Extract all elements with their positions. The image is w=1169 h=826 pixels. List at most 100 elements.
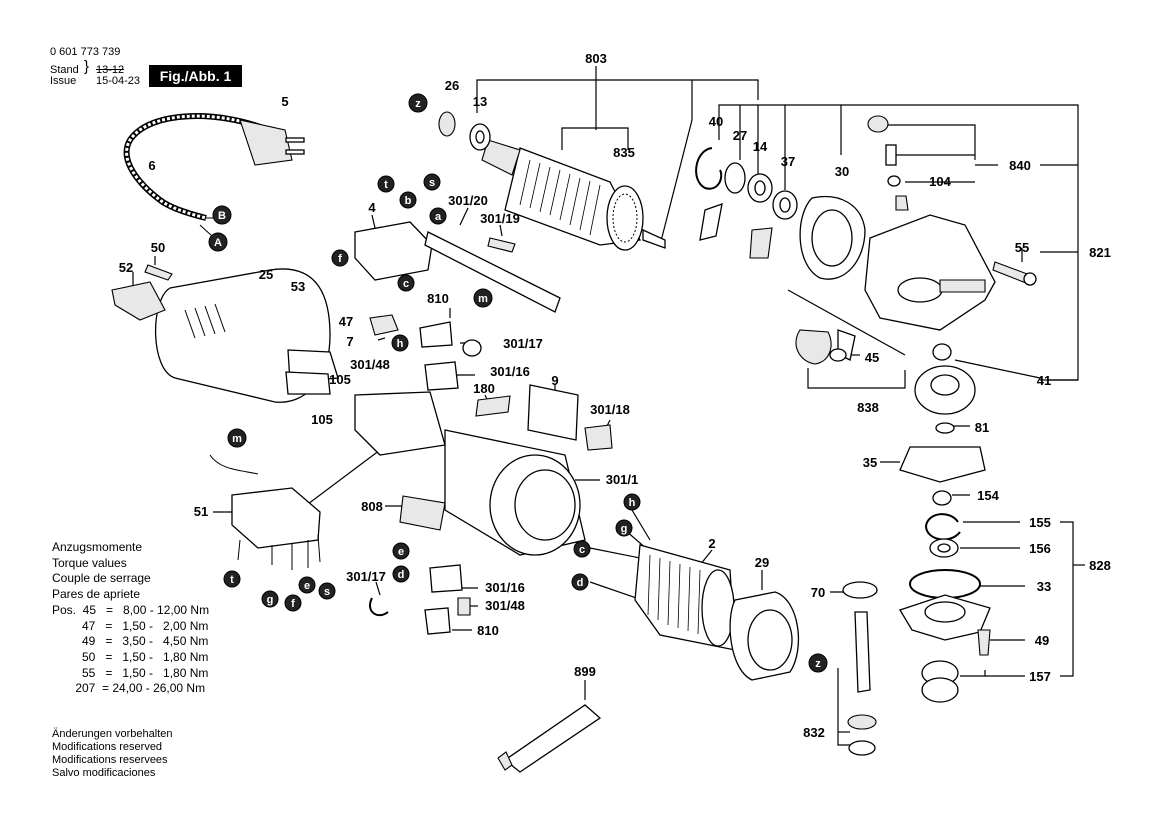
label-6: 6 xyxy=(148,158,155,173)
old-date: 13-12 xyxy=(96,64,125,76)
label-828: 828 xyxy=(1089,558,1111,573)
label-301-1: 301/1 xyxy=(606,472,639,487)
label-301-48-lower: 301/48 xyxy=(485,598,525,613)
switch-4 xyxy=(354,221,433,281)
label-49: 49 xyxy=(1035,633,1049,648)
bubble-e-lower: e xyxy=(304,580,310,592)
bubble-g-right: g xyxy=(621,523,628,535)
leader-lines xyxy=(132,66,1085,746)
label-2: 2 xyxy=(708,536,715,551)
label-13: 13 xyxy=(473,94,487,109)
suppressor-51 xyxy=(231,487,321,549)
sleeve xyxy=(699,203,723,241)
label-301-16-upper: 301/16 xyxy=(490,364,530,379)
label-810-upper: 810 xyxy=(427,291,449,306)
label-899: 899 xyxy=(574,664,596,679)
spindle xyxy=(854,611,871,693)
label-301-18: 301/18 xyxy=(590,402,630,417)
label-156: 156 xyxy=(1029,541,1051,556)
part-labels: 803 26 13 835 5 6 40 27 14 37 30 840 104… xyxy=(119,51,1111,740)
label-33: 33 xyxy=(1037,579,1051,594)
label-47: 47 xyxy=(339,314,353,329)
bubble-t-upper: t xyxy=(384,179,388,191)
label-52: 52 xyxy=(119,260,133,275)
label-105b: 105 xyxy=(311,412,333,427)
note-fr: Modifications reservees xyxy=(52,754,168,766)
brace: } xyxy=(84,58,90,75)
label-808: 808 xyxy=(361,499,383,514)
bubble-d-upper: d xyxy=(398,569,405,581)
label-50: 50 xyxy=(151,240,165,255)
spring-301-19 xyxy=(487,237,516,253)
label-838: 838 xyxy=(857,400,879,415)
bubble-h-upper: h xyxy=(397,338,404,350)
brush-holder-lower xyxy=(429,564,463,593)
bubble-s-upper: s xyxy=(429,177,435,189)
screw-49 xyxy=(977,629,991,656)
bubble-e-upper: e xyxy=(398,546,404,558)
label-821: 821 xyxy=(1089,245,1111,260)
bubble-m-lower: m xyxy=(232,433,242,445)
torque-heading-es: Pares de apriete xyxy=(52,587,141,602)
brush-cover-301-18 xyxy=(584,424,613,451)
ring-104 xyxy=(887,175,901,187)
label-25: 25 xyxy=(259,267,273,282)
plate-35 xyxy=(899,446,986,483)
label-808 xyxy=(399,495,446,531)
o-ring-33 xyxy=(909,569,981,599)
label-51: 51 xyxy=(194,504,208,519)
nut-26 xyxy=(438,111,456,137)
label-301-20: 301/20 xyxy=(448,193,488,208)
torque-row: 47 = 1,50 - 2,00 Nm xyxy=(52,618,209,633)
torque-row: Pos. 45 = 8,00 - 12,00 Nm xyxy=(52,602,210,617)
modification-notes: Änderungen vorbehalten Modifications res… xyxy=(52,728,172,780)
label-30: 30 xyxy=(835,164,849,179)
gear-housing-821 xyxy=(864,214,996,331)
bubble-f-upper: f xyxy=(338,253,342,265)
retaining-ring-155 xyxy=(924,513,961,541)
label-4: 4 xyxy=(368,200,376,215)
torque-heading-fr: Couple de serrage xyxy=(52,571,151,586)
carbon-brush-810 xyxy=(419,321,453,348)
pinion xyxy=(795,329,832,365)
flange-832 xyxy=(847,714,877,730)
connection-bubbles: z t s b B a A f c m h m h g e c d t d e … xyxy=(208,93,828,673)
label-301-19: 301/19 xyxy=(480,211,520,226)
label-7: 7 xyxy=(346,334,353,349)
label-35: 35 xyxy=(863,455,877,470)
label-832: 832 xyxy=(803,725,825,740)
issue-label: Issue xyxy=(50,75,77,87)
label-301-17-upper: 301/17 xyxy=(503,336,543,351)
label-301-17-lower: 301/17 xyxy=(346,569,386,584)
bubble-B: B xyxy=(218,210,226,222)
label-81: 81 xyxy=(975,420,989,435)
note-de: Änderungen vorbehalten xyxy=(52,728,173,740)
label-840: 840 xyxy=(1009,158,1031,173)
label-157: 157 xyxy=(1029,669,1051,684)
label-810-lower: 810 xyxy=(477,623,499,638)
torque-row: 50 = 1,50 - 1,80 Nm xyxy=(52,649,209,664)
label-9 xyxy=(527,384,579,441)
lock-spring xyxy=(885,144,897,166)
brush-holder-plate xyxy=(354,391,446,456)
label-154: 154 xyxy=(977,488,999,503)
clip-7 xyxy=(369,314,399,336)
bubble-A: A xyxy=(214,237,222,249)
torque-row: 49 = 3,50 - 4,50 Nm xyxy=(52,634,209,649)
cord-protector-52 xyxy=(111,281,166,321)
label-104: 104 xyxy=(929,174,951,189)
nut-45 xyxy=(829,348,847,362)
label-70: 70 xyxy=(811,585,825,600)
label-301-16-lower: 301/16 xyxy=(485,580,525,595)
lock-cap xyxy=(867,115,889,133)
label-26: 26 xyxy=(445,78,459,93)
bubble-f-lower: f xyxy=(291,598,295,610)
bubble-s-lower: s xyxy=(324,586,330,598)
label-27: 27 xyxy=(733,128,747,143)
label-45: 45 xyxy=(865,350,879,365)
torque-table: Anzugsmomente Torque values Couple de se… xyxy=(52,540,209,697)
grease-tube-899 xyxy=(503,704,602,773)
new-date: 15-04-23 xyxy=(96,75,141,87)
torque-heading-de: Anzugsmomente xyxy=(52,540,143,554)
